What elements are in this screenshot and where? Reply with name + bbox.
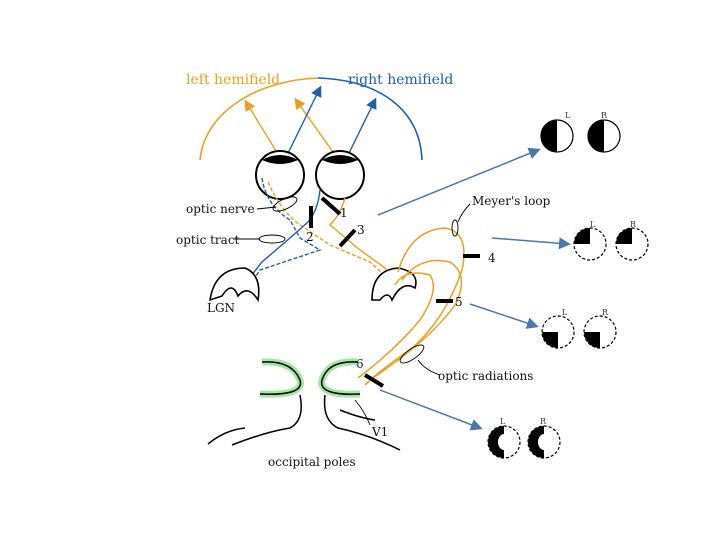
lesion-number-4: 4 [488,251,496,265]
right-eye [315,150,365,200]
label-occipital-poles: occipital poles [268,455,356,469]
svg-text:R: R [602,308,609,317]
defect-arrows [377,147,571,431]
svg-text:L: L [500,417,506,426]
svg-text:R: R [630,220,637,229]
lesion-number-1: 1 [340,206,348,220]
lesion-number-5: 5 [455,295,463,309]
svg-text:R: R [540,417,547,426]
label-optic-radiations: optic radiations [438,369,533,383]
left-hemifield-arc [199,77,319,161]
visual-field-set-2: L R [573,220,649,261]
label-lgn: LGN [207,301,235,315]
lesion-number-2: 2 [306,230,314,244]
label-v1: V1 [371,425,388,439]
label-optic-tract: optic tract [176,233,240,247]
svg-text:L: L [562,308,568,317]
svg-text:R: R [601,111,608,120]
optic-radiations-marker [399,344,425,364]
left-lgn [209,267,260,303]
right-lgn [371,267,417,302]
svg-text:L: L [565,111,571,120]
visual-field-set-4: L R [487,417,561,459]
occipital-lobes [207,358,401,451]
svg-text:L: L [590,220,596,229]
lesion-number-6: 6 [356,357,364,371]
visual-field-set-3: L R [541,308,617,349]
right-hemifield-arc [317,77,423,161]
optic-nerve-marker [272,196,298,212]
lesion-bars [309,196,480,388]
left-eye [255,150,305,200]
label-optic-nerve: optic nerve [186,202,255,216]
lesion-number-3: 3 [357,223,365,237]
right-hemifield-label: right hemifield [348,72,453,88]
optic-tract-marker [258,234,286,244]
left-hemifield-label: left hemifield [186,72,280,88]
optic-pathways [239,177,396,293]
optic-radiations-path [357,227,465,386]
visual-field-set-1: L R [540,111,621,153]
meyers-loop-marker [451,219,459,237]
label-meyers-loop: Meyer's loop [472,194,551,208]
leader-lines [234,203,471,426]
